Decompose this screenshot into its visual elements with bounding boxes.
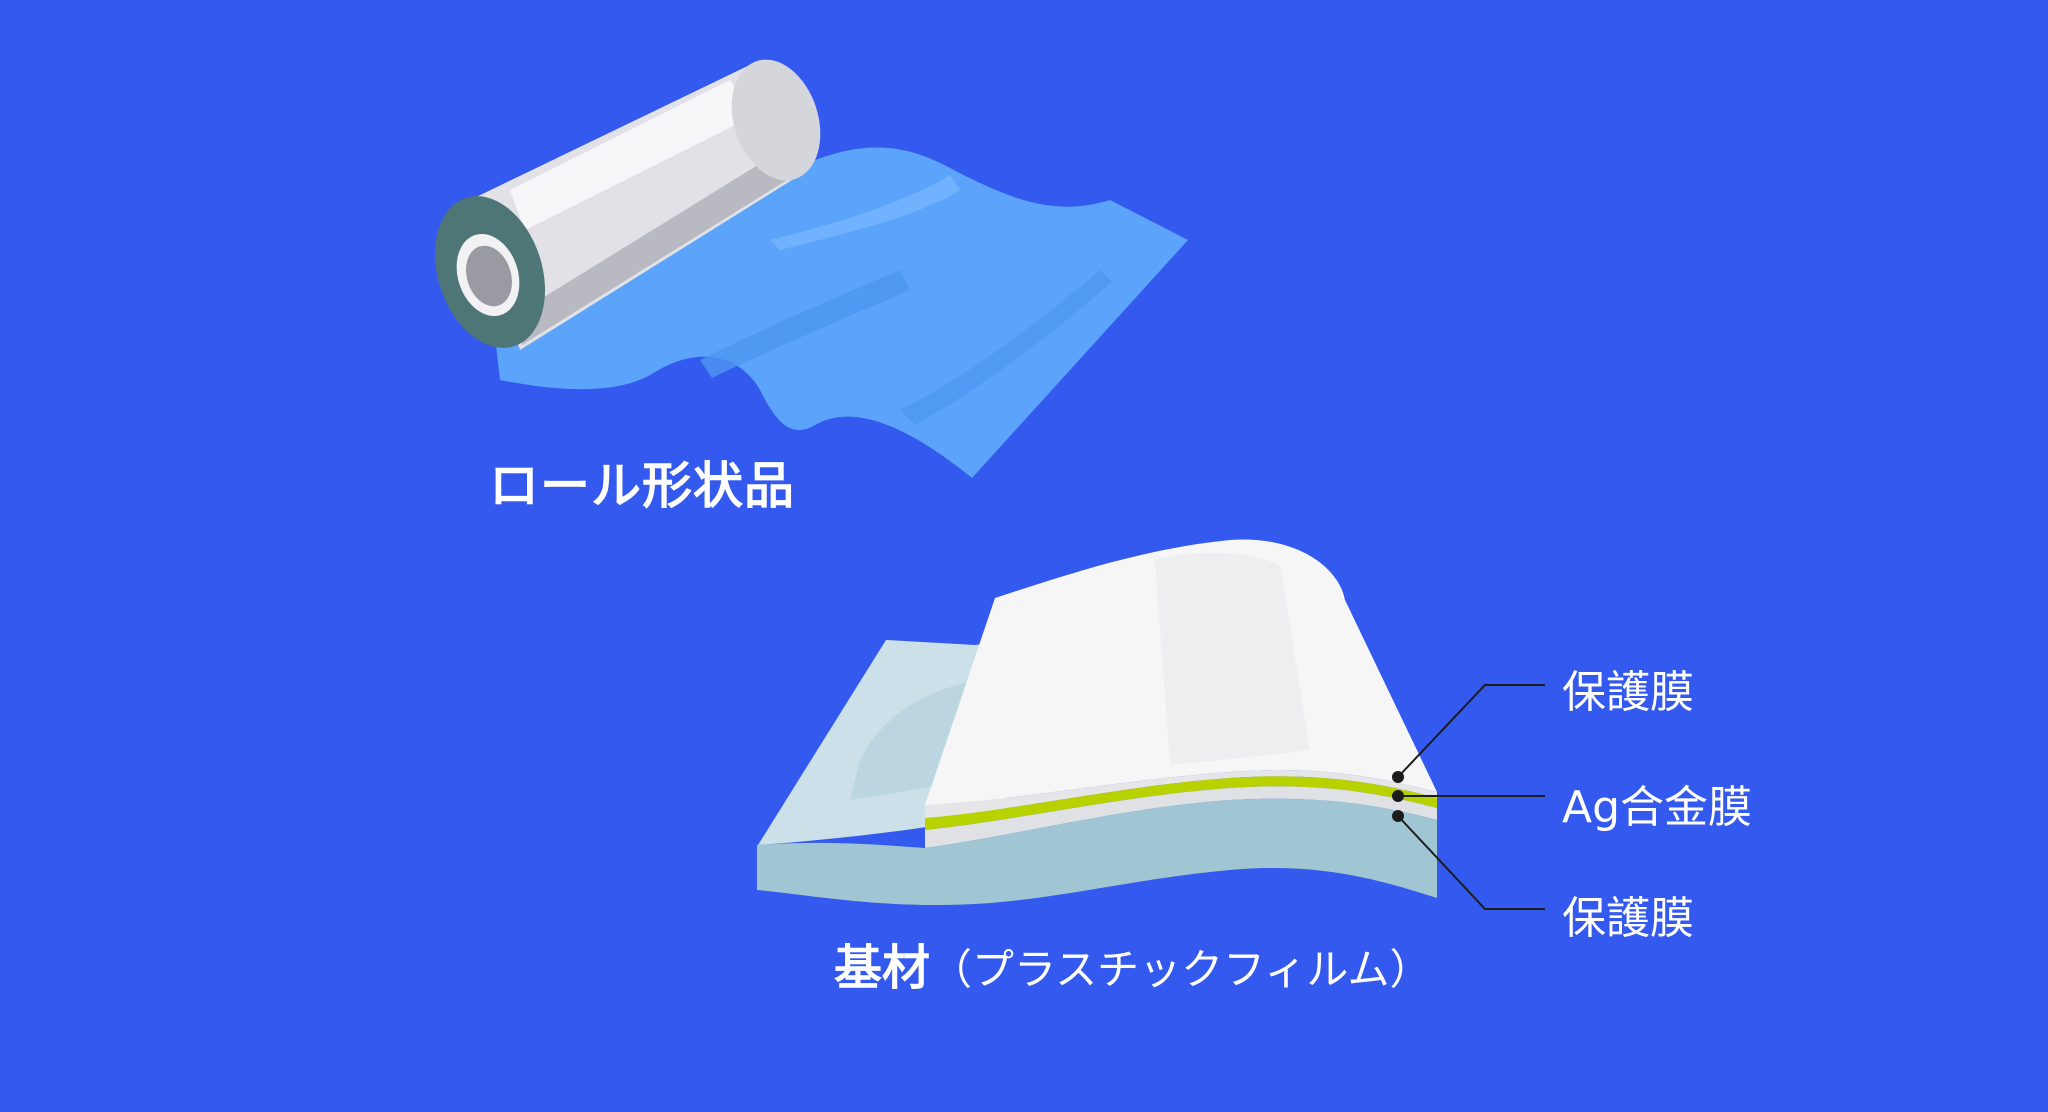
layer-label-top-protective: 保護膜 <box>1562 667 1694 718</box>
callout-line-top <box>1397 684 1545 778</box>
roll-body-shadow <box>515 145 800 345</box>
substrate-side-edge <box>757 798 1437 905</box>
callout-dot-top <box>1392 771 1404 783</box>
roll-core-hole <box>465 245 513 307</box>
callout-dot-middle <box>1392 790 1404 802</box>
film-roll-illustration <box>434 59 1188 478</box>
roll-far-end <box>731 59 821 181</box>
callout-dot-bottom <box>1392 810 1404 822</box>
substrate-caption-sub: （プラスチックフィルム） <box>930 945 1432 994</box>
callout-line-bottom <box>1397 815 1545 910</box>
layered-film-illustration <box>757 539 1545 910</box>
film-fold-shadow <box>700 270 910 378</box>
ag-alloy-layer <box>925 776 1437 830</box>
protective-film-upper-edge <box>925 770 1437 818</box>
substrate-caption-main: 基材 <box>834 940 931 996</box>
protective-film-shading <box>1155 552 1310 765</box>
substrate-caption: 基材（プラスチックフィルム） <box>834 928 1432 998</box>
roll-body-shine <box>510 80 755 230</box>
layer-label-bottom-protective: 保護膜 <box>1562 893 1694 944</box>
protective-film-lower-edge <box>925 786 1437 848</box>
film-fold-highlight <box>770 175 960 250</box>
roll-caption: ロール形状品 <box>489 457 795 515</box>
layer-callouts <box>1397 684 1545 910</box>
layer-label-ag-alloy: Ag合金膜 <box>1562 782 1753 833</box>
film-fold-shadow-2 <box>900 270 1112 425</box>
